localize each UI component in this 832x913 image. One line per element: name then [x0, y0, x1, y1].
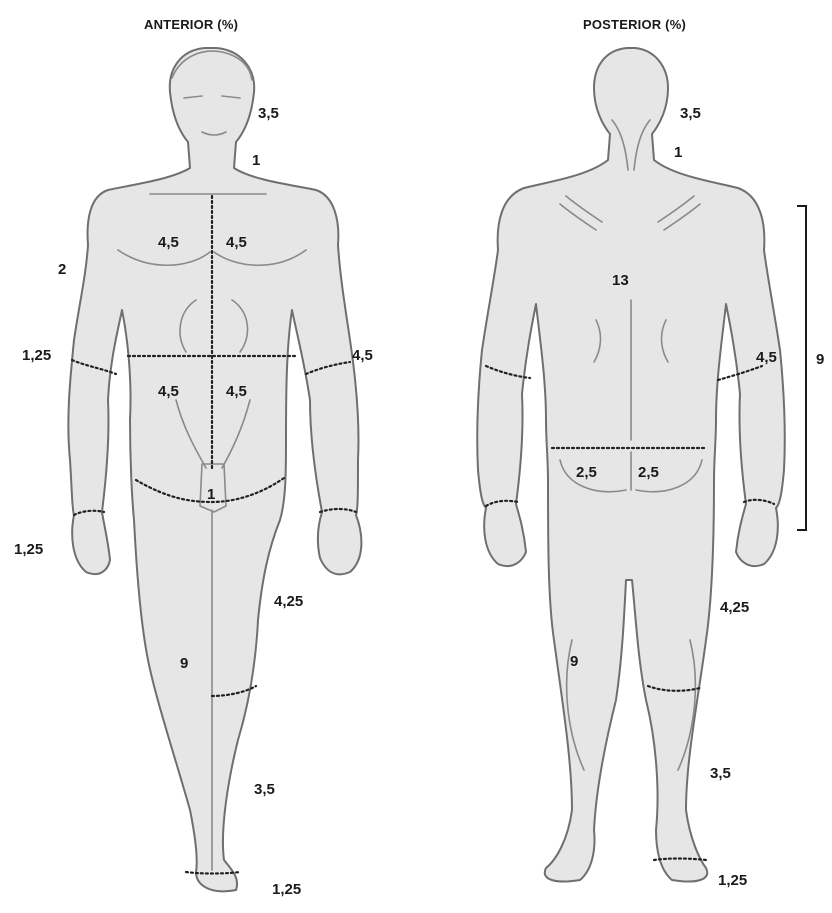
posterior-buttock-left-label: 2,5 — [576, 465, 597, 480]
posterior-arm-bracket — [797, 206, 806, 530]
posterior-title: POSTERIOR (%) — [583, 17, 686, 32]
anterior-hand-label: 1,25 — [14, 542, 43, 557]
anterior-head-label: 3,5 — [258, 106, 279, 121]
posterior-arm-label: 4,5 — [756, 350, 777, 365]
anterior-abdomen-right-label: 4,5 — [226, 384, 247, 399]
posterior-thigh-label: 4,25 — [720, 600, 749, 615]
anterior-upper-arm-label: 2 — [58, 262, 66, 277]
anterior-forearm-left-label: 1,25 — [22, 348, 51, 363]
posterior-foot-label: 1,25 — [718, 873, 747, 888]
anterior-foot-label: 1,25 — [272, 882, 301, 897]
posterior-head-label: 3,5 — [680, 106, 701, 121]
anterior-abdomen-left-label: 4,5 — [158, 384, 179, 399]
posterior-trunk-label: 13 — [612, 273, 629, 288]
anterior-chest-right-label: 4,5 — [226, 235, 247, 250]
posterior-lower-leg-label: 3,5 — [710, 766, 731, 781]
posterior-neck-label: 1 — [674, 145, 682, 160]
anterior-chest-left-label: 4,5 — [158, 235, 179, 250]
anterior-leg-total-label: 9 — [180, 656, 188, 671]
anterior-lower-leg-label: 3,5 — [254, 782, 275, 797]
posterior-leg-total-label: 9 — [570, 654, 578, 669]
anterior-neck-label: 1 — [252, 153, 260, 168]
anterior-figure — [68, 48, 361, 891]
posterior-buttock-right-label: 2,5 — [638, 465, 659, 480]
anterior-forearm-right-label: 4,5 — [352, 348, 373, 363]
anterior-silhouette — [68, 48, 361, 891]
anterior-genitals-label: 1 — [207, 487, 215, 502]
anterior-thigh-label: 4,25 — [274, 594, 303, 609]
posterior-bracket-label: 9 — [816, 352, 824, 367]
anterior-title: ANTERIOR (%) — [144, 17, 238, 32]
